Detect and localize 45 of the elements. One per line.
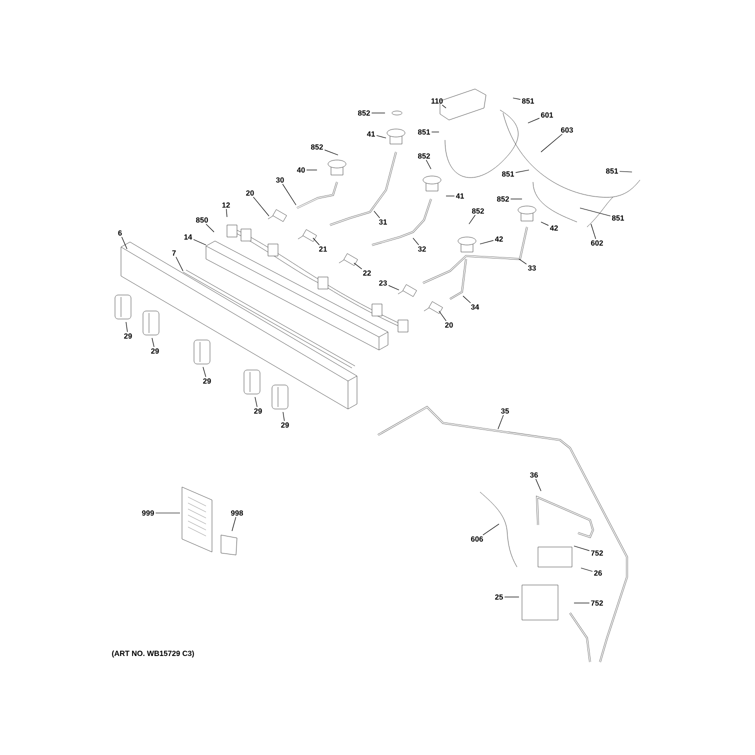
leader-line — [126, 322, 128, 332]
leader-line — [176, 256, 184, 272]
leader-line — [202, 366, 206, 378]
leader-line — [510, 198, 522, 200]
leader-line — [619, 171, 632, 172]
leader-line — [512, 98, 521, 100]
leader-line — [426, 160, 432, 170]
leader-line — [580, 568, 593, 572]
leader-line — [193, 239, 206, 246]
leader-line — [121, 236, 128, 250]
leader-line — [518, 258, 527, 264]
leader-line — [515, 170, 530, 173]
leader-line — [253, 196, 270, 216]
leader-line — [574, 602, 590, 604]
leader-line — [374, 210, 380, 218]
leader-line — [282, 184, 296, 206]
leader-line — [480, 240, 494, 244]
leader-line — [574, 546, 590, 551]
leader-line — [152, 338, 154, 348]
leader-line — [226, 208, 228, 218]
leader-line — [312, 238, 320, 246]
leader-line — [442, 104, 446, 108]
leader-line — [438, 310, 446, 322]
leader-line — [540, 134, 563, 152]
leader-line — [324, 150, 338, 156]
leader-line — [540, 222, 549, 226]
leader-line — [206, 224, 214, 232]
leader-line — [462, 296, 471, 304]
leader-line — [498, 414, 504, 430]
leader-line — [254, 396, 258, 408]
leader-line — [412, 238, 419, 246]
leader-line — [535, 478, 542, 492]
leader-line — [376, 135, 386, 138]
leader-line — [528, 118, 540, 124]
leader-line — [590, 224, 596, 240]
leader-line — [580, 208, 611, 216]
leader-line — [282, 412, 285, 422]
leader-line — [388, 285, 400, 290]
leader-line — [504, 596, 520, 598]
leader-line — [232, 516, 236, 532]
leader-line — [468, 214, 476, 224]
leader-line — [354, 262, 362, 270]
leader-line — [155, 512, 180, 514]
leader-line — [371, 112, 386, 114]
leader-line — [482, 524, 500, 536]
